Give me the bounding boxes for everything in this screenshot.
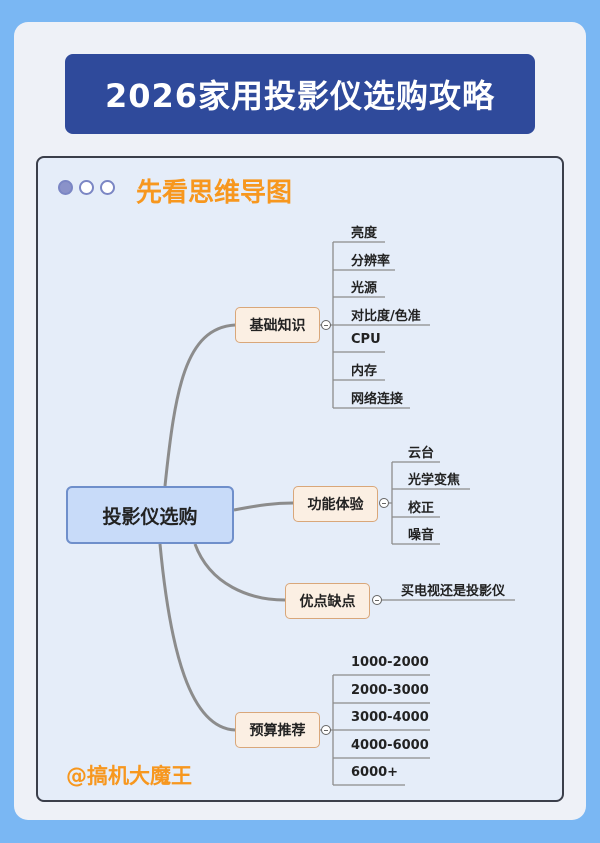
- connector-root-budget: [158, 543, 236, 732]
- mindmap-root: 投影仪选购: [66, 486, 234, 544]
- leaf-item: 买电视还是投影仪: [401, 584, 506, 599]
- branch-basics: 基础知识: [235, 307, 320, 343]
- branch-features: 功能体验: [293, 486, 378, 522]
- mindmap-panel: [36, 156, 564, 802]
- leaf-item: 2000-3000: [351, 683, 429, 698]
- connector-root-proscons: [193, 543, 286, 602]
- leaf-item: 云台: [408, 446, 435, 461]
- leaf-item: 光学变焦: [408, 473, 461, 488]
- leaf-item: 3000-4000: [351, 710, 429, 725]
- leaf-item: 内存: [351, 364, 378, 379]
- leaf-item: 校正: [408, 501, 435, 516]
- dot-icon: [100, 180, 115, 195]
- leaf-item: 噪音: [408, 528, 435, 543]
- collapse-icon[interactable]: [372, 595, 382, 605]
- branch-budget: 预算推荐: [235, 712, 320, 748]
- leaf-item: 4000-6000: [351, 738, 429, 753]
- author-handle: @搞机大魔王: [66, 764, 192, 788]
- branch-proscons: 优点缺点: [285, 583, 370, 619]
- collapse-icon[interactable]: [321, 725, 331, 735]
- page-title: 2026家用投影仪选购攻略: [65, 54, 535, 134]
- leaf-item: 分辨率: [351, 254, 391, 269]
- leaf-item: 对比度/色准: [351, 309, 421, 324]
- leaf-item: 1000-2000: [351, 655, 429, 670]
- dot-icon: [79, 180, 94, 195]
- bracket-budget: [320, 674, 430, 786]
- leaf-item: 亮度: [351, 226, 378, 241]
- section-subtitle: 先看思维导图: [136, 178, 293, 208]
- dot-icon: [58, 180, 73, 195]
- decorative-dots: [58, 180, 115, 195]
- connector-root-basics: [163, 323, 236, 487]
- leaf-item: CPU: [351, 332, 381, 347]
- leaf-item: 网络连接: [351, 392, 404, 407]
- connector-root-features: [233, 501, 294, 512]
- collapse-icon[interactable]: [321, 320, 331, 330]
- collapse-icon[interactable]: [379, 498, 389, 508]
- leaf-item: 6000+: [351, 765, 399, 780]
- leaf-item: 光源: [351, 281, 378, 296]
